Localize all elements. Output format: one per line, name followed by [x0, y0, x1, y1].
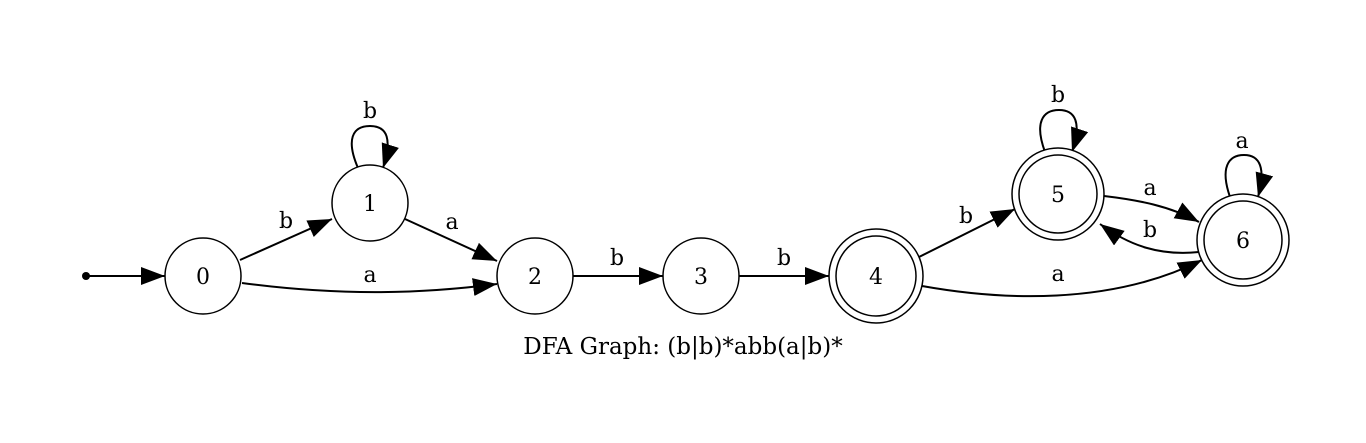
edge-6-5: [1099, 223, 1200, 254]
edge-0-2: [241, 278, 498, 297]
state-2: 2: [496, 237, 574, 315]
edge-label-2-3: b: [610, 246, 624, 271]
state-0: 0: [164, 237, 242, 315]
state-label-2: 2: [528, 265, 542, 290]
state-label-4: 4: [869, 265, 883, 290]
edge-1-2: [404, 218, 498, 262]
edge-label-5-5: b: [1051, 83, 1065, 108]
edge-label-4-6: a: [1051, 262, 1064, 287]
edge-4-5: [916, 208, 1016, 259]
edge-1-1: [350, 124, 399, 169]
edge-5-5: [1039, 108, 1089, 153]
edge-label-6-5: b: [1143, 218, 1157, 243]
state-label-6: 6: [1236, 229, 1250, 254]
edge-label-3-4: b: [777, 246, 791, 271]
edge-4-6: [921, 259, 1203, 298]
state-1: 1: [331, 164, 409, 242]
edge-label-5-6: a: [1143, 176, 1156, 201]
edge-label-1-2: a: [445, 210, 458, 235]
state-label-3: 3: [694, 265, 708, 290]
state-4: 4: [828, 228, 924, 324]
edge-label-1-1: b: [363, 99, 377, 124]
edge-label-0-2: a: [363, 263, 376, 288]
edge-label-0-1: b: [279, 209, 293, 234]
edge-label-6-6: a: [1235, 129, 1248, 154]
state-5: 5: [1011, 147, 1105, 241]
edge-0-1: [239, 218, 333, 261]
state-label-1: 1: [363, 192, 377, 217]
state-label-0: 0: [196, 265, 210, 290]
edge-label-4-5: b: [959, 204, 973, 229]
state-label-5: 5: [1051, 183, 1065, 208]
edge-5-6: [1103, 195, 1200, 223]
state-6: 6: [1196, 193, 1290, 287]
state-3: 3: [662, 237, 740, 315]
edge-6-6: [1224, 153, 1274, 198]
graph-caption: DFA Graph: (b|b)*abb(a|b)*: [523, 334, 843, 360]
